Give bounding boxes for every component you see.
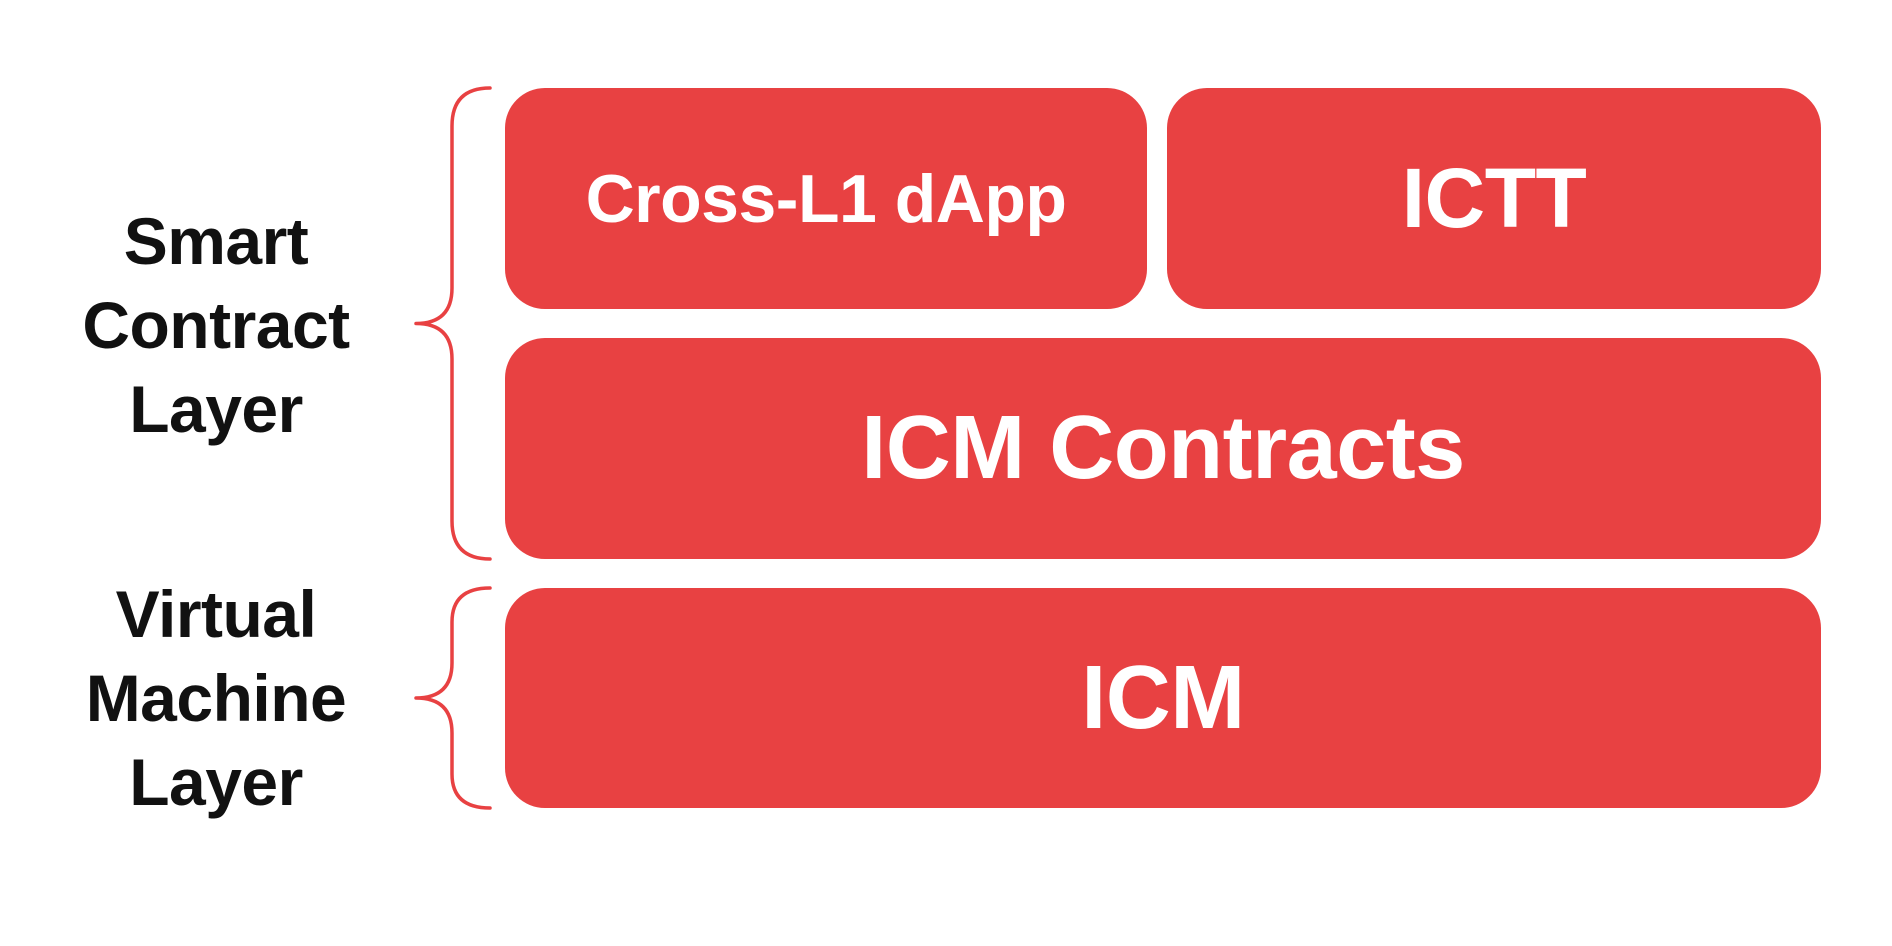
box-icm: ICM [505,588,1821,808]
box-cross-l1-dapp-label: Cross-L1 dApp [585,160,1067,237]
box-ictt: ICTT [1167,88,1821,309]
label-line: Contract [82,288,350,362]
box-icm-contracts-label: ICM Contracts [861,398,1465,498]
label-line: Layer [129,745,303,819]
box-ictt-label: ICTT [1401,151,1587,245]
label-line: Layer [129,372,303,446]
label-smart-contract-layer: Smart Contract Layer [0,199,432,451]
label-line: Smart [123,204,309,278]
label-virtual-machine-layer: Virtual Machine Layer [0,572,432,824]
box-icm-contracts: ICM Contracts [505,338,1821,559]
label-line: Virtual [115,577,317,651]
box-icm-label: ICM [1081,647,1245,748]
label-line: Machine [85,661,347,735]
box-cross-l1-dapp: Cross-L1 dApp [505,88,1147,309]
